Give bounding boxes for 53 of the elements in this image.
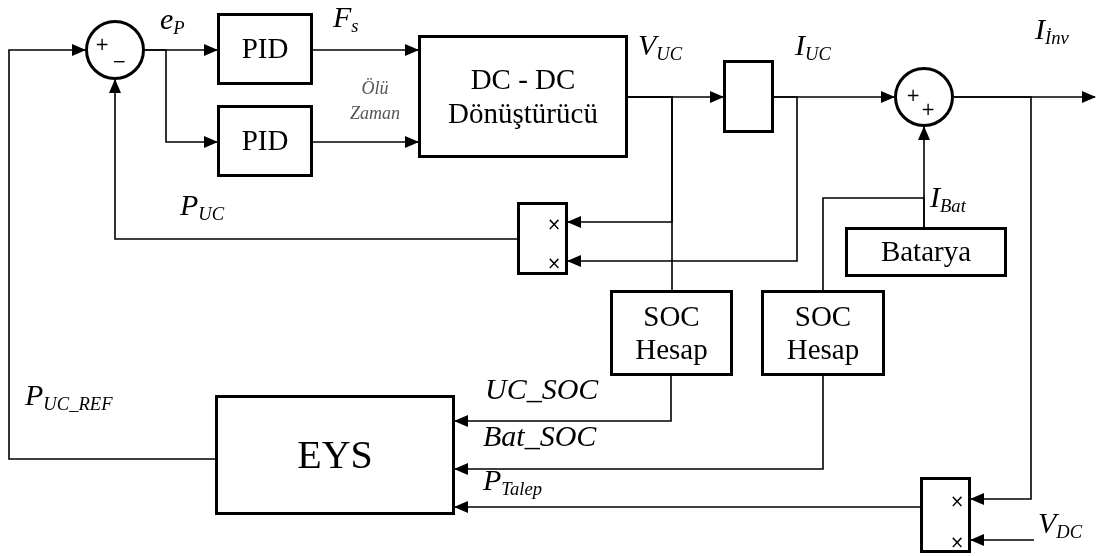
multiplier-block — [517, 202, 568, 275]
process-block — [418, 35, 628, 158]
operator-sign: + — [95, 36, 110, 53]
edge-label: F$_{s}$ — [333, 0, 359, 37]
arrow — [454, 375, 672, 427]
process-block — [610, 290, 733, 376]
edge-label: UC_SOC — [485, 372, 599, 405]
process-block — [217, 13, 313, 85]
block-label: Batarya — [880, 235, 972, 269]
operator-sign: + — [906, 87, 921, 104]
signal-line — [822, 197, 925, 291]
arrow — [109, 79, 518, 240]
edge-label: I$_{İnv}$ — [1035, 12, 1069, 49]
edge-label: V$_{DC}$ — [1038, 506, 1083, 543]
edge-label: P$_{UC_REF}$ — [25, 378, 113, 415]
arrow — [454, 375, 824, 475]
summing-junction — [85, 20, 145, 80]
block-label: EYS — [297, 432, 373, 478]
arrow — [8, 44, 216, 460]
arrow — [567, 96, 798, 267]
empty-block — [723, 60, 774, 133]
process-block — [845, 227, 1007, 277]
signal-line — [627, 96, 673, 291]
block-label: DC - DC Dönüştürücü — [447, 63, 599, 130]
edge-label: Ölü Zaman — [349, 77, 401, 126]
process-block — [761, 290, 885, 376]
operator-sign: × — [950, 534, 965, 551]
operator-sign: × — [547, 255, 562, 272]
process-block — [215, 395, 455, 515]
edge-label: P$_{UC}$ — [180, 188, 225, 225]
arrow — [312, 136, 419, 148]
operator-sign: − — [112, 53, 127, 70]
operator-sign: + — [921, 101, 936, 118]
edge-label: I$_{UC}$ — [795, 28, 831, 65]
block-label: SOC Hesap — [634, 299, 709, 367]
edge-label: V$_{UC}$ — [638, 28, 683, 65]
block-label: PID — [241, 32, 289, 66]
arrow — [953, 96, 1032, 505]
process-block — [217, 105, 313, 177]
operator-sign: × — [950, 493, 965, 510]
arrow — [454, 501, 921, 513]
block-label: SOC Hesap — [785, 299, 861, 367]
summing-junction — [894, 67, 954, 127]
arrow — [312, 44, 419, 56]
operator-sign: × — [547, 216, 562, 233]
edge-label: Bat_SOC — [483, 419, 597, 452]
edge-label: P$_{Talep}$ — [483, 463, 542, 500]
block-label: PID — [241, 124, 289, 158]
edge-label: I$_{Bat}$ — [930, 180, 966, 217]
multiplier-block — [920, 477, 971, 553]
edge-label: e$_{P}$ — [160, 2, 185, 39]
arrow — [144, 49, 218, 148]
arrow — [970, 534, 1035, 546]
